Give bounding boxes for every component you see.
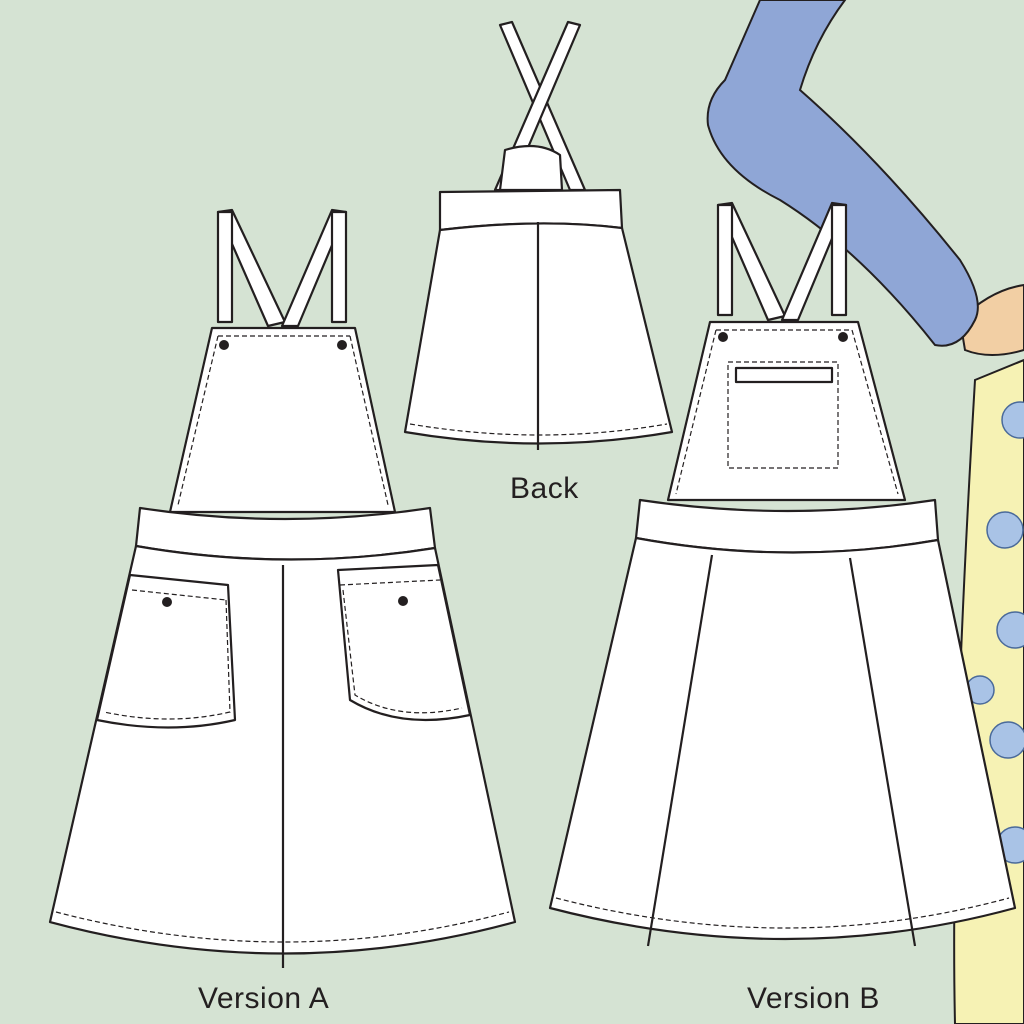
version-b-drawing [548, 201, 1017, 947]
label-version-a: Version A [198, 982, 330, 1015]
left-pocket [95, 573, 237, 729]
label-back: Back [510, 472, 579, 505]
right-pocket [336, 563, 472, 722]
label-version-b: Version B [747, 982, 880, 1015]
bib-pocket-welt [734, 366, 834, 384]
sleeve [706, 0, 979, 347]
back-view-drawing [403, 20, 674, 450]
version-a-drawing [48, 208, 517, 968]
flower-pattern [965, 401, 1024, 864]
hand [958, 283, 1024, 356]
bib-pocket [727, 361, 839, 469]
